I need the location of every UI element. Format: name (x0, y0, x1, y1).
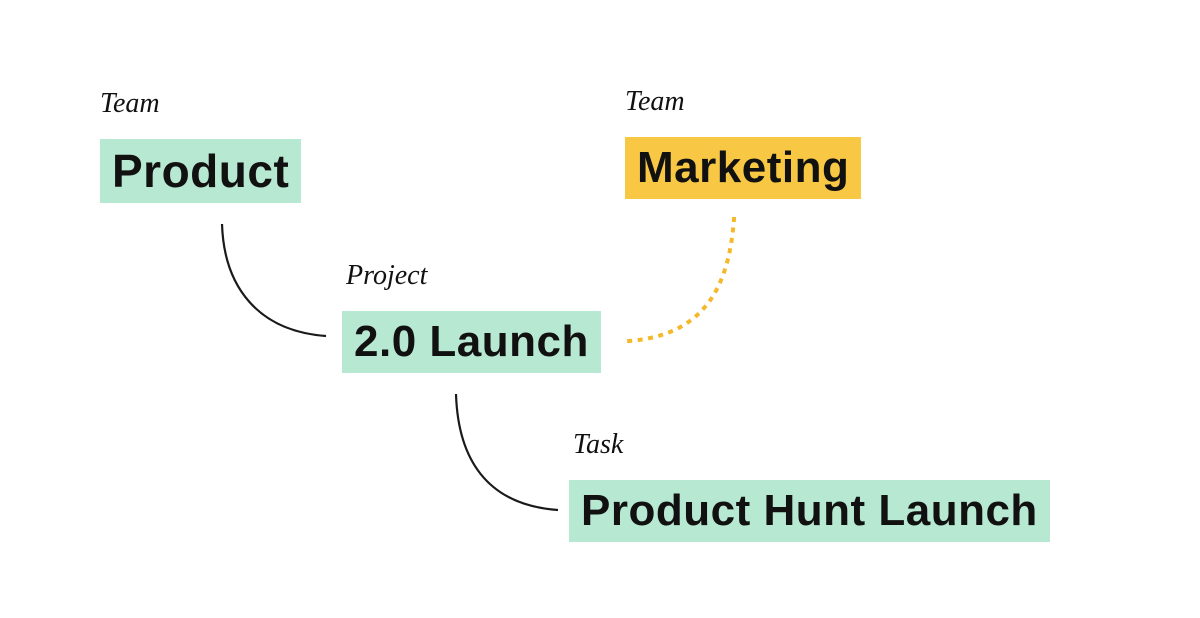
node-type-label: Project (346, 260, 428, 291)
node-title-launch: 2.0 Launch (342, 311, 601, 373)
node-project-launch: Project 2.0 Launch (342, 261, 601, 373)
node-team-marketing: Team Marketing (625, 86, 862, 199)
edge-marketing-to-launch (626, 216, 737, 344)
node-type-label: Task (573, 429, 624, 460)
node-type-label: Team (625, 86, 685, 117)
node-task-product-hunt: Task Product Hunt Launch (569, 430, 1050, 542)
node-title-marketing: Marketing (625, 137, 862, 199)
node-title-product: Product (100, 139, 302, 203)
node-title-product-hunt: Product Hunt Launch (569, 480, 1050, 542)
node-team-product: Team Product (100, 88, 302, 203)
edge-product-to-launch (220, 223, 327, 338)
node-type-label: Team (100, 88, 160, 119)
edge-launch-to-task (454, 393, 559, 512)
